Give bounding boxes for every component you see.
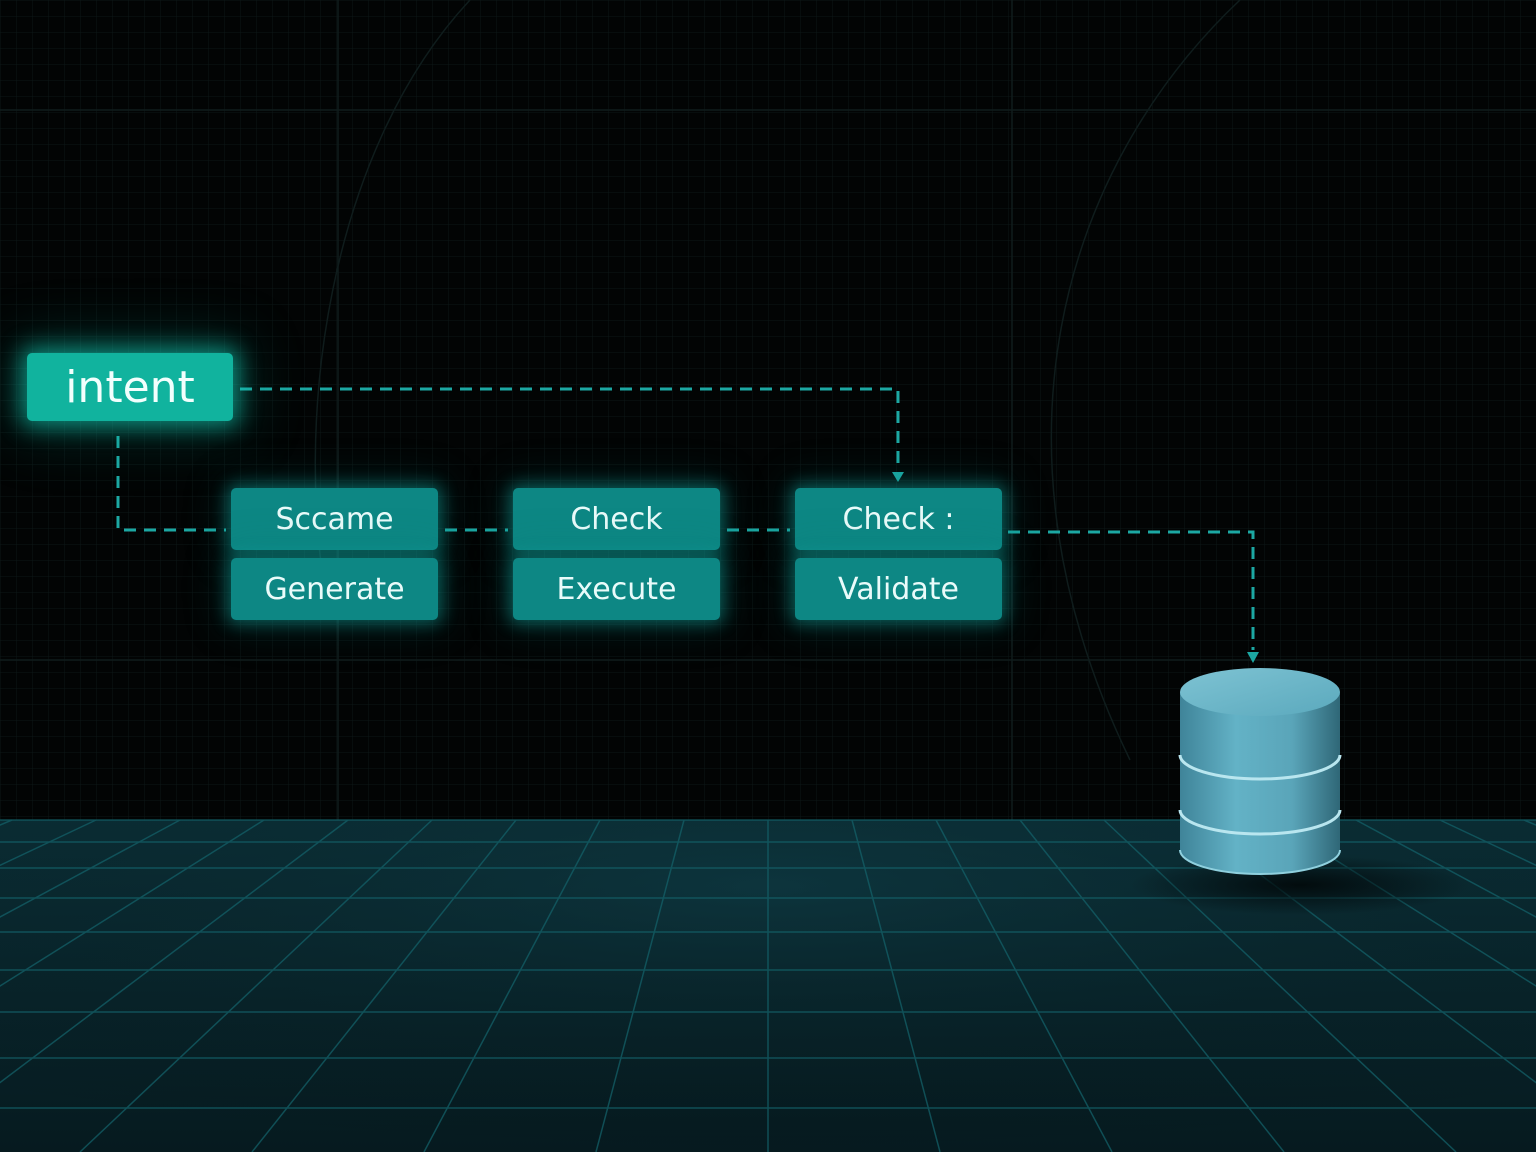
step-check-2-label: Check : <box>842 501 955 537</box>
connector-check-to-database <box>1008 530 1255 650</box>
step-check-2: Check : <box>795 488 1002 550</box>
step-generate: Generate <box>231 558 438 620</box>
step-execute-label: Execute <box>556 571 677 607</box>
step-check-label: Check <box>570 501 663 537</box>
step-validate-label: Validate <box>838 571 959 607</box>
database-icon <box>1178 668 1342 875</box>
step-validate: Validate <box>795 558 1002 620</box>
intent-label: intent <box>65 361 195 413</box>
arrowhead-database <box>1247 652 1259 663</box>
intent-node: intent <box>27 353 233 421</box>
step-sccame-label: Sccame <box>275 501 394 537</box>
arrowhead-check <box>892 472 904 482</box>
connector-intent-to-check <box>240 387 900 470</box>
step-execute: Execute <box>513 558 720 620</box>
step-generate-label: Generate <box>264 571 405 607</box>
step-check: Check <box>513 488 720 550</box>
step-sccame: Sccame <box>231 488 438 550</box>
connector-intent-to-first-column <box>116 436 226 532</box>
